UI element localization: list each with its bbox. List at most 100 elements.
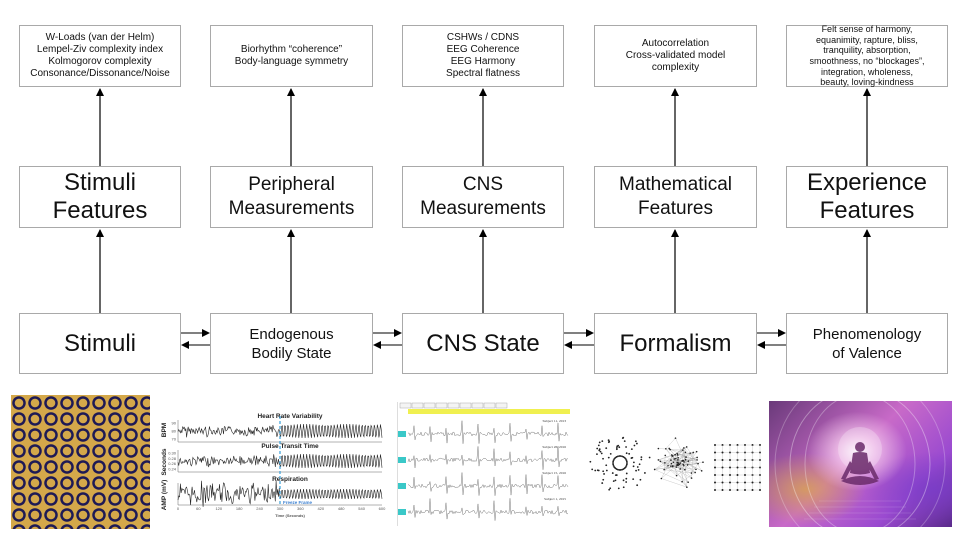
cns-measurements-label: CNS Measurements bbox=[420, 174, 546, 219]
y-tick-label: 80 bbox=[172, 429, 177, 434]
network-edge bbox=[672, 465, 687, 488]
network-node bbox=[628, 452, 631, 455]
x-tick-label: 240 bbox=[256, 506, 263, 511]
network-node bbox=[612, 463, 615, 466]
network-node bbox=[632, 478, 635, 480]
respiration-title: Respiration bbox=[272, 476, 308, 483]
network-node bbox=[687, 481, 689, 483]
eeg-header-bar bbox=[408, 409, 570, 414]
network-node bbox=[714, 489, 716, 491]
network-node bbox=[612, 480, 615, 483]
eeg-tab bbox=[447, 402, 460, 409]
clustered-network bbox=[589, 436, 651, 491]
eeg-subject-label: Subject 1, 2015 bbox=[544, 497, 566, 502]
network-node bbox=[744, 474, 746, 476]
random-network bbox=[653, 437, 704, 488]
network-node bbox=[605, 447, 608, 450]
network-node bbox=[631, 456, 634, 459]
network-node bbox=[596, 447, 599, 450]
network-node bbox=[614, 479, 617, 482]
network-node bbox=[714, 481, 716, 484]
network-node bbox=[622, 436, 625, 439]
network-node bbox=[670, 462, 673, 465]
network-node bbox=[677, 461, 679, 464]
network-node bbox=[605, 464, 608, 467]
phenomenology-of-valence-label: Phenomenology of Valence bbox=[812, 325, 922, 362]
network-node bbox=[644, 472, 646, 474]
network-node bbox=[695, 450, 698, 453]
network-node bbox=[670, 459, 672, 461]
network-node bbox=[633, 444, 636, 447]
network-node bbox=[714, 451, 716, 454]
endogenous-bodily-state-box: Endogenous Bodily State bbox=[210, 313, 373, 374]
network-edge bbox=[665, 448, 672, 456]
network-edge bbox=[665, 455, 672, 461]
network-node bbox=[676, 463, 679, 466]
network-node bbox=[591, 468, 594, 471]
network-node bbox=[605, 469, 608, 472]
network-node bbox=[744, 489, 746, 491]
network-node bbox=[721, 474, 724, 476]
network-node bbox=[697, 462, 699, 465]
network-node bbox=[618, 469, 621, 471]
network-node bbox=[692, 451, 695, 454]
freeze-frame-label: Freeze Frame bbox=[283, 500, 313, 505]
cns-state-label: CNS State bbox=[426, 329, 540, 357]
network-node bbox=[602, 457, 604, 460]
network-node bbox=[618, 455, 621, 457]
network-node bbox=[616, 455, 619, 458]
eeg-subject-label: Subject 26, 2016 bbox=[542, 445, 566, 450]
meditating-figure-icon bbox=[841, 442, 879, 485]
cns-measurements-list-text: CSHWs / CDNS EEG Coherence EEG Harmony S… bbox=[446, 32, 520, 79]
network-node bbox=[721, 489, 724, 491]
stimuli-features-box: Stimuli Features bbox=[19, 166, 181, 228]
time-axis-label: Time (Seconds) bbox=[275, 513, 305, 518]
network-node bbox=[674, 453, 676, 456]
network-node bbox=[598, 441, 601, 444]
cns-state-box: CNS State bbox=[402, 313, 564, 374]
network-node bbox=[630, 448, 633, 450]
hrv-ylabel: BPM bbox=[161, 423, 168, 437]
network-node bbox=[625, 446, 627, 448]
network-node bbox=[729, 481, 731, 484]
eeg-tab bbox=[495, 402, 508, 409]
network-node bbox=[671, 455, 673, 457]
network-edge bbox=[672, 455, 692, 479]
y-tick-label: 0.30 bbox=[168, 451, 177, 456]
network-node bbox=[729, 474, 731, 476]
network-node bbox=[638, 463, 641, 466]
eeg-trace bbox=[407, 498, 569, 521]
network-edge bbox=[660, 461, 677, 476]
network-node bbox=[670, 465, 672, 467]
network-edge bbox=[665, 448, 678, 465]
network-node bbox=[685, 456, 687, 458]
network-node bbox=[736, 474, 739, 476]
eeg-channel-marker bbox=[398, 509, 406, 515]
network-node bbox=[615, 448, 618, 451]
network-node bbox=[736, 489, 739, 491]
network-node bbox=[664, 454, 667, 457]
eeg-tab bbox=[483, 402, 496, 409]
network-node bbox=[681, 449, 684, 451]
network-node bbox=[616, 445, 619, 448]
network-node bbox=[679, 468, 682, 470]
network-node bbox=[684, 468, 686, 471]
network-edge bbox=[674, 458, 677, 476]
x-tick-label: 120 bbox=[215, 506, 222, 511]
experience-features-list-text: Felt sense of harmony, equanimity, raptu… bbox=[809, 24, 925, 88]
x-tick-label: 300 bbox=[277, 506, 284, 511]
eeg-channel-marker bbox=[398, 457, 406, 463]
experience-features-box: Experience Features bbox=[786, 166, 948, 228]
network-node bbox=[676, 452, 678, 455]
x-tick-label: 60 bbox=[196, 506, 201, 511]
network-edge bbox=[691, 463, 699, 474]
network-node bbox=[751, 489, 754, 491]
y-tick-label: 70 bbox=[172, 437, 177, 442]
network-node bbox=[637, 469, 640, 471]
stimuli-label: Stimuli bbox=[63, 329, 136, 357]
network-node bbox=[729, 459, 731, 461]
network-node bbox=[684, 451, 687, 454]
network-node bbox=[636, 484, 639, 487]
network-node bbox=[690, 477, 693, 479]
network-edge bbox=[677, 464, 687, 488]
